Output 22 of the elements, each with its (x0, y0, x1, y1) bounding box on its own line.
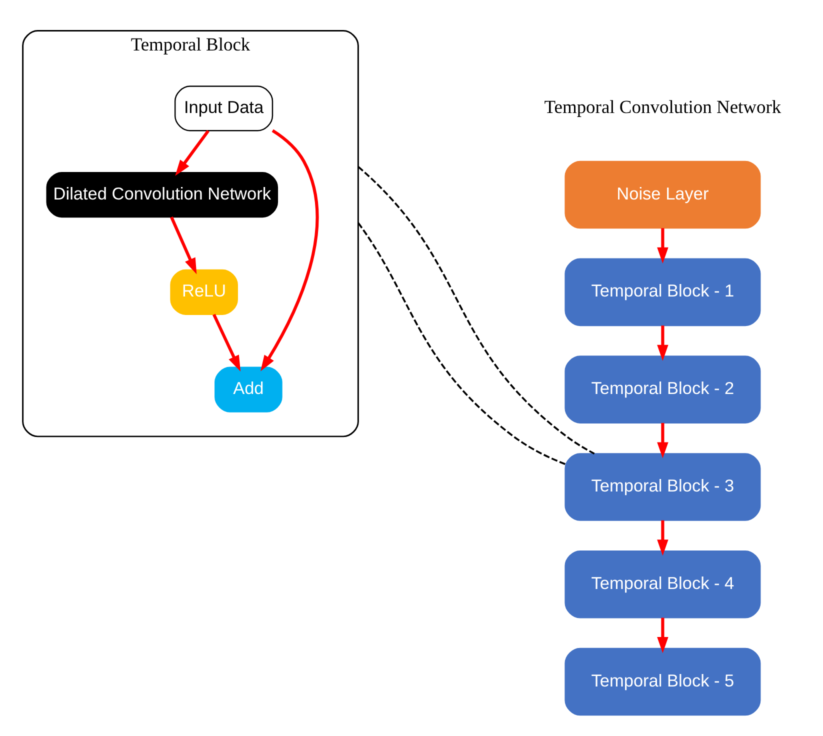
node-box: Temporal Block - 4 (564, 550, 761, 618)
node-box: Dilated Convolution Network (46, 172, 278, 218)
node-box: Temporal Block - 5 (564, 648, 761, 716)
arrow (657, 228, 668, 264)
arrow (657, 326, 668, 361)
arrow (657, 422, 668, 458)
label: Temporal Convolution Network (544, 96, 782, 117)
connector (357, 222, 566, 465)
node-box: Temporal Block - 3 (564, 453, 761, 521)
arrow (657, 618, 668, 654)
arrow (657, 520, 668, 556)
arrow (175, 130, 210, 176)
node-box: Add (214, 366, 282, 412)
node-box: Temporal Block - 1 (564, 258, 761, 326)
node-box: ReLU (170, 269, 238, 315)
arrow (170, 216, 197, 274)
arrow (212, 314, 241, 372)
node-box: Input Data (174, 86, 274, 132)
node-box: Temporal Block - 2 (564, 356, 761, 424)
connector (358, 166, 595, 454)
node-box: Noise Layer (564, 160, 761, 229)
arrow (260, 129, 319, 372)
